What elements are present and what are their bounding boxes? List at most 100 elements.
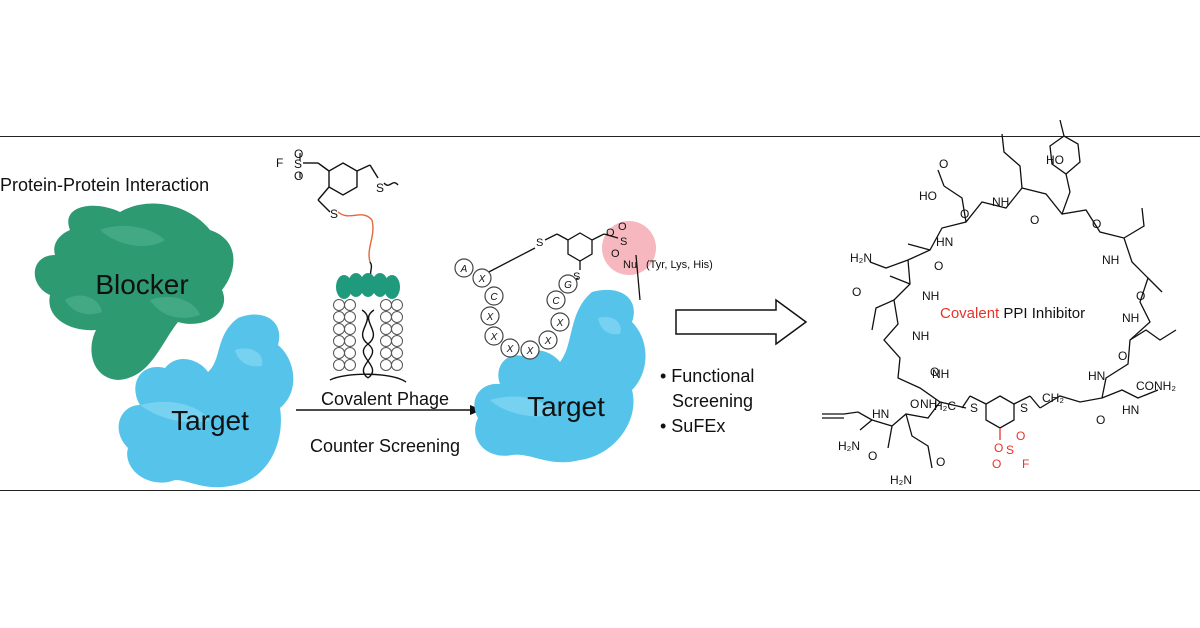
chem-O-14: O: [910, 397, 919, 411]
peptide-bead-label: C: [490, 292, 498, 303]
macrocycle-structure: [822, 119, 1177, 469]
chem-O-9: O: [1030, 213, 1039, 227]
peptide-bead-label: X: [490, 332, 498, 343]
target-protein-left: Target: [118, 314, 294, 488]
ppi-label: Protein-Protein Interaction: [0, 175, 209, 195]
chem-HO-1: HO: [1046, 153, 1064, 167]
blocker-protein: Blocker: [34, 203, 234, 380]
chem-O-6: O: [939, 157, 948, 171]
chem-HN-3: HN: [1122, 403, 1139, 417]
chem-NH-7: NH: [932, 367, 949, 381]
nucleophile-highlight: [602, 221, 656, 275]
macrocycle-sulfonyl-fluoride: O S O O F: [992, 429, 1029, 471]
peptide-bead-label: X: [486, 312, 494, 323]
peptide-bead-label: X: [506, 344, 514, 355]
peptide-bead: [454, 258, 474, 278]
phage-body: [333, 299, 403, 371]
peptide-bead-label: X: [556, 318, 564, 329]
chem-H2N-3: H₂N: [890, 473, 912, 487]
chem-NH-6: NH: [922, 289, 939, 303]
peptide-bead: [550, 312, 570, 332]
chem-H2C-1: H₂C: [934, 399, 956, 413]
peptide-bead: [520, 340, 540, 360]
residues-label: (Tyr, Lys, His): [646, 259, 713, 271]
inhibitor-rest: PPI Inhibitor: [999, 305, 1085, 322]
chem-HN-1: HN: [936, 235, 953, 249]
chem-HN-4: HN: [872, 407, 889, 421]
chem-CH2-1: CH₂: [1042, 391, 1064, 405]
chem-O-red-2: O: [1016, 429, 1025, 443]
chem-O-8: O: [960, 207, 969, 221]
chem-S-7: S: [1020, 401, 1028, 415]
phage-tail: [329, 373, 407, 383]
bullet-functional: • Functional: [660, 366, 754, 386]
peptide-bead-label: X: [526, 346, 534, 357]
chem-O-10: O: [1092, 217, 1101, 231]
phage-head: [336, 273, 400, 299]
chem-CONH2: CONH₂: [1136, 379, 1176, 393]
peptide-bead: [472, 268, 492, 288]
chem-O-7: O: [852, 285, 861, 299]
chem-O-3: O: [606, 227, 615, 239]
bullet-screening: Screening: [672, 391, 753, 411]
covalent-phage-label: Covalent Phage: [321, 389, 449, 409]
peptide-bead-label: A: [460, 264, 468, 275]
chem-O-13: O: [1096, 413, 1105, 427]
chem-O-11: O: [1136, 289, 1145, 303]
chem-O-5: O: [611, 248, 620, 260]
peptide-bead-label: G: [564, 280, 572, 291]
chem-HN-2: HN: [1088, 369, 1105, 383]
inhibitor-label: Covalent PPI Inhibitor: [940, 305, 1085, 322]
chem-O-17: O: [868, 449, 877, 463]
counter-screening-label: Counter Screening: [310, 436, 460, 456]
bullet-sufex: • SuFEx: [660, 416, 725, 436]
chem-O-red-1: O: [994, 441, 1003, 455]
peptide-bead: [484, 326, 504, 346]
chem-S-red: S: [1006, 443, 1014, 457]
chem-NH-5: NH: [912, 329, 929, 343]
chem-F-1: F: [276, 156, 283, 170]
peptide-bead: [484, 286, 504, 306]
chem-S-1: S: [294, 157, 302, 171]
chem-F-red: F: [1022, 457, 1029, 471]
chem-H2N-2: H₂N: [838, 439, 860, 453]
chem-S-2: S: [376, 181, 384, 195]
peptide-bead: [538, 330, 558, 350]
chem-NH-2: NH: [1102, 253, 1119, 267]
peptide-bead: [480, 306, 500, 326]
phage-dna: [361, 309, 375, 379]
chem-O-18: O: [936, 455, 945, 469]
target-label-center: Target: [527, 391, 605, 422]
chem-NH-4: NH: [920, 397, 937, 411]
chem-O-15: O: [934, 259, 943, 273]
chem-O-4: O: [618, 221, 627, 233]
chem-S-8: S: [970, 401, 978, 415]
peptide-bead: [558, 274, 578, 294]
chem-O-2: O: [294, 169, 303, 183]
bottom-rule: [0, 490, 1200, 491]
target-label-left: Target: [171, 405, 249, 436]
top-rule: [0, 136, 1200, 137]
peptide-bead-label: C: [552, 296, 560, 307]
chem-H2N-1: H₂N: [850, 251, 872, 265]
peptide-bead-label: X: [544, 336, 552, 347]
peptide-bead: [546, 290, 566, 310]
target-protein-center: Target: [474, 289, 646, 463]
hollow-arrow: [675, 298, 808, 346]
chem-O-red-3: O: [992, 457, 1001, 471]
macrocycle-labels: HO HO O H₂N O HN O NH O O NH O NH O HN C…: [838, 153, 1176, 487]
inhibitor-covalent: Covalent: [940, 305, 1000, 322]
chem-S-6: S: [620, 236, 627, 248]
chem-O-1: O: [294, 147, 303, 161]
chem-S-4: S: [536, 237, 543, 249]
chem-HO-2: HO: [919, 189, 937, 203]
chem-NH-1: NH: [992, 195, 1009, 209]
blocker-label: Blocker: [95, 269, 188, 300]
chem-O-16: O: [930, 365, 939, 379]
peptide-bead-label: X: [478, 274, 486, 285]
nu-label: Nu: [623, 259, 637, 271]
chem-NH-3: NH: [1122, 311, 1139, 325]
chem-O-12: O: [1118, 349, 1127, 363]
